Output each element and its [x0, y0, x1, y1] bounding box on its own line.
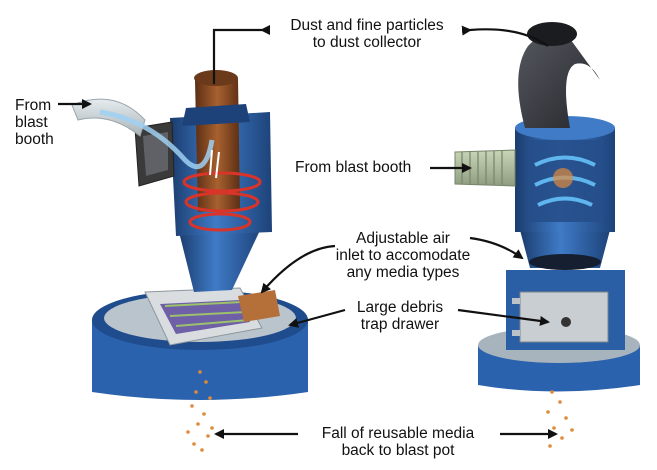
- arrow-air-inlet: [260, 244, 336, 294]
- label-reusable-media: Fall of reusable media back to blast pot: [321, 425, 475, 459]
- left-swirl-arrows: [182, 171, 262, 232]
- right-outlet-hose: [518, 33, 600, 128]
- arrow-debris-right: [457, 308, 550, 326]
- label-debris-trap: Large debris trap drawer: [356, 299, 444, 333]
- left-top-cap: [182, 104, 250, 126]
- right-exterior-unit: [454, 22, 640, 448]
- label-adjustable-air-inlet: Adjustable air inlet to accomodate any m…: [335, 230, 471, 281]
- left-falling-media: [186, 370, 214, 452]
- left-cutaway-unit: [71, 70, 308, 452]
- left-airflow: [99, 109, 215, 170]
- arrow-debris-left: [288, 308, 346, 328]
- left-cone: [178, 226, 262, 292]
- left-air-inlet-flange: [238, 290, 280, 322]
- label-from-blast-booth-left: From blast booth: [15, 97, 54, 148]
- callout-arrows: [58, 25, 558, 439]
- right-falling-media: [546, 390, 574, 448]
- label-dust-collector: Dust and fine particles to dust collecto…: [290, 17, 444, 51]
- label-from-blast-booth-right: From blast booth: [295, 159, 412, 176]
- arrow-air-inlet-right: [469, 236, 524, 260]
- arrow-dust-right: [461, 25, 549, 47]
- arrow-dust-left: [212, 25, 270, 84]
